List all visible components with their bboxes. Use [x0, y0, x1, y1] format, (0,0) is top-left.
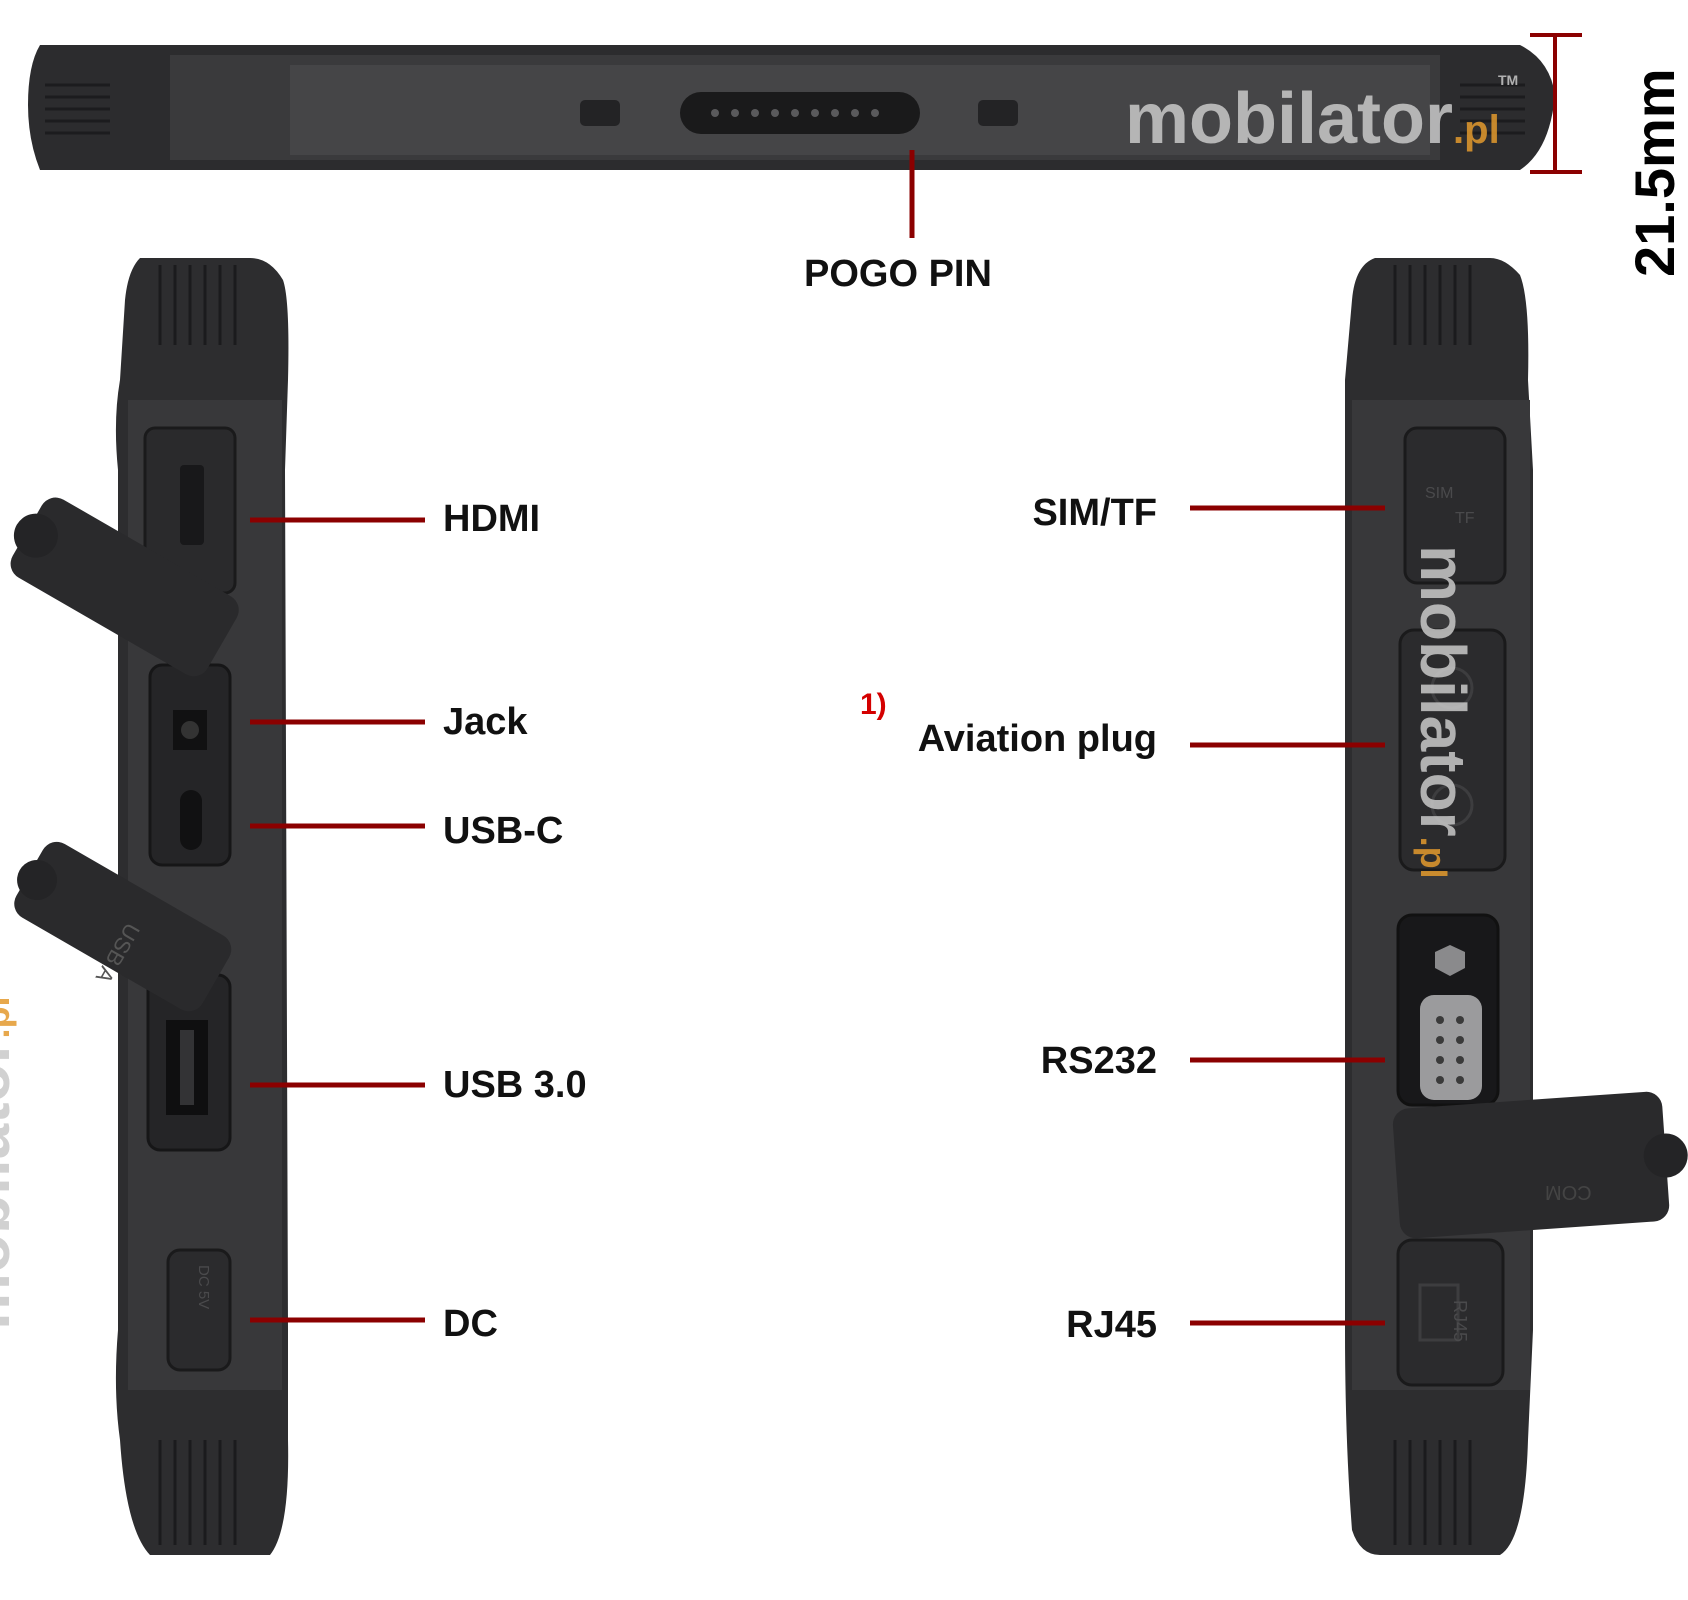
usb3-label: USB 3.0 [443, 1064, 587, 1106]
rj45-cover-text: RJ45 [1450, 1300, 1470, 1343]
watermark-tm-top: TM [1498, 72, 1519, 88]
aviation-plug-label: Aviation plug [917, 718, 1157, 760]
usb-c-label: USB-C [443, 810, 564, 852]
dc-label: DC [443, 1303, 498, 1345]
watermark-logo-right: mobilator.pl [1407, 545, 1479, 879]
pogo-pin-label: POGO PIN [804, 253, 992, 295]
right-side-device [1345, 258, 1688, 1555]
rs232-label: RS232 [1040, 1040, 1157, 1082]
top-view-device [28, 45, 1555, 170]
watermark-logo-left: mobilator.pl [0, 996, 23, 1330]
sim-tf-label: SIM/TF [1032, 492, 1157, 534]
thickness-label: 21.5mm [1623, 68, 1686, 277]
tf-cover-text: TF [1455, 510, 1475, 527]
dc-cover-text: DC 5V [195, 1265, 212, 1310]
footnote-marker: 1) [860, 688, 887, 721]
left-side-device [10, 258, 289, 1555]
rj45-label: RJ45 [1066, 1304, 1157, 1346]
jack-label: Jack [443, 701, 528, 743]
sim-cover-text: SIM [1425, 485, 1454, 502]
watermark-logo-top: mobilator.pl [1125, 79, 1500, 159]
com-cover-text: COM [1545, 1181, 1592, 1203]
hdmi-label: HDMI [443, 498, 541, 540]
